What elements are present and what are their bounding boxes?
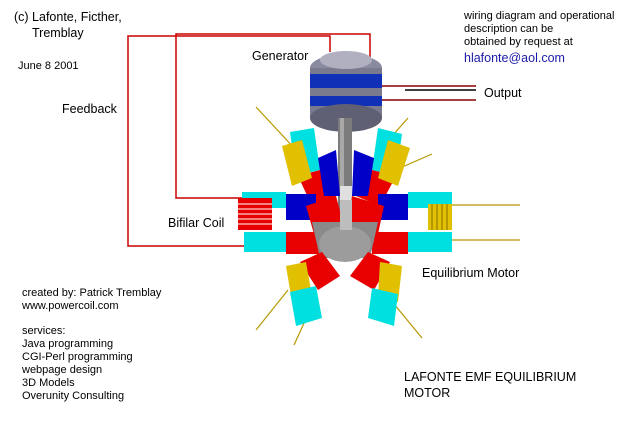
generator-label: Generator <box>252 49 309 63</box>
service-item: Overunity Consulting <box>22 390 125 402</box>
rotor-hub <box>312 200 378 262</box>
website-link[interactable]: www.powercoil.com <box>22 300 119 312</box>
lower-magnet-ring <box>286 252 402 326</box>
services-heading: services: <box>22 325 66 337</box>
service-item: webpage design <box>22 364 103 376</box>
right-coil <box>428 204 452 230</box>
title-line-1: LAFONTE EMF EQUILIBRIUM <box>404 370 577 384</box>
service-item: CGI-Perl programming <box>22 351 133 363</box>
output-label: Output <box>484 86 522 100</box>
side-magnets <box>242 192 452 254</box>
service-item: 3D Models <box>22 377 75 389</box>
bifilar-coil-label: Bifilar Coil <box>168 216 225 230</box>
date-label: June 8 2001 <box>18 60 79 72</box>
generator <box>310 51 382 132</box>
equilibrium-motor-label: Equilibrium Motor <box>422 266 520 280</box>
info-line-2: description can be <box>464 23 554 35</box>
authors-line-2: Tremblay <box>32 26 84 40</box>
feedback-label: Feedback <box>62 102 117 116</box>
upper-magnet-ring <box>282 128 410 234</box>
output-wires <box>378 85 476 101</box>
created-by: created by: Patrick Tremblay <box>22 287 162 299</box>
authors-line-1: (c) Lafonte, Ficther, <box>14 10 122 24</box>
service-item: Java programming <box>22 338 114 350</box>
email-link[interactable]: hlafonte@aol.com <box>464 51 565 65</box>
bifilar-coil-graphic <box>238 198 272 230</box>
info-line-3: obtained by request at <box>464 36 573 48</box>
info-line-1: wiring diagram and operational <box>464 10 615 22</box>
title-line-2: MOTOR <box>404 386 451 400</box>
